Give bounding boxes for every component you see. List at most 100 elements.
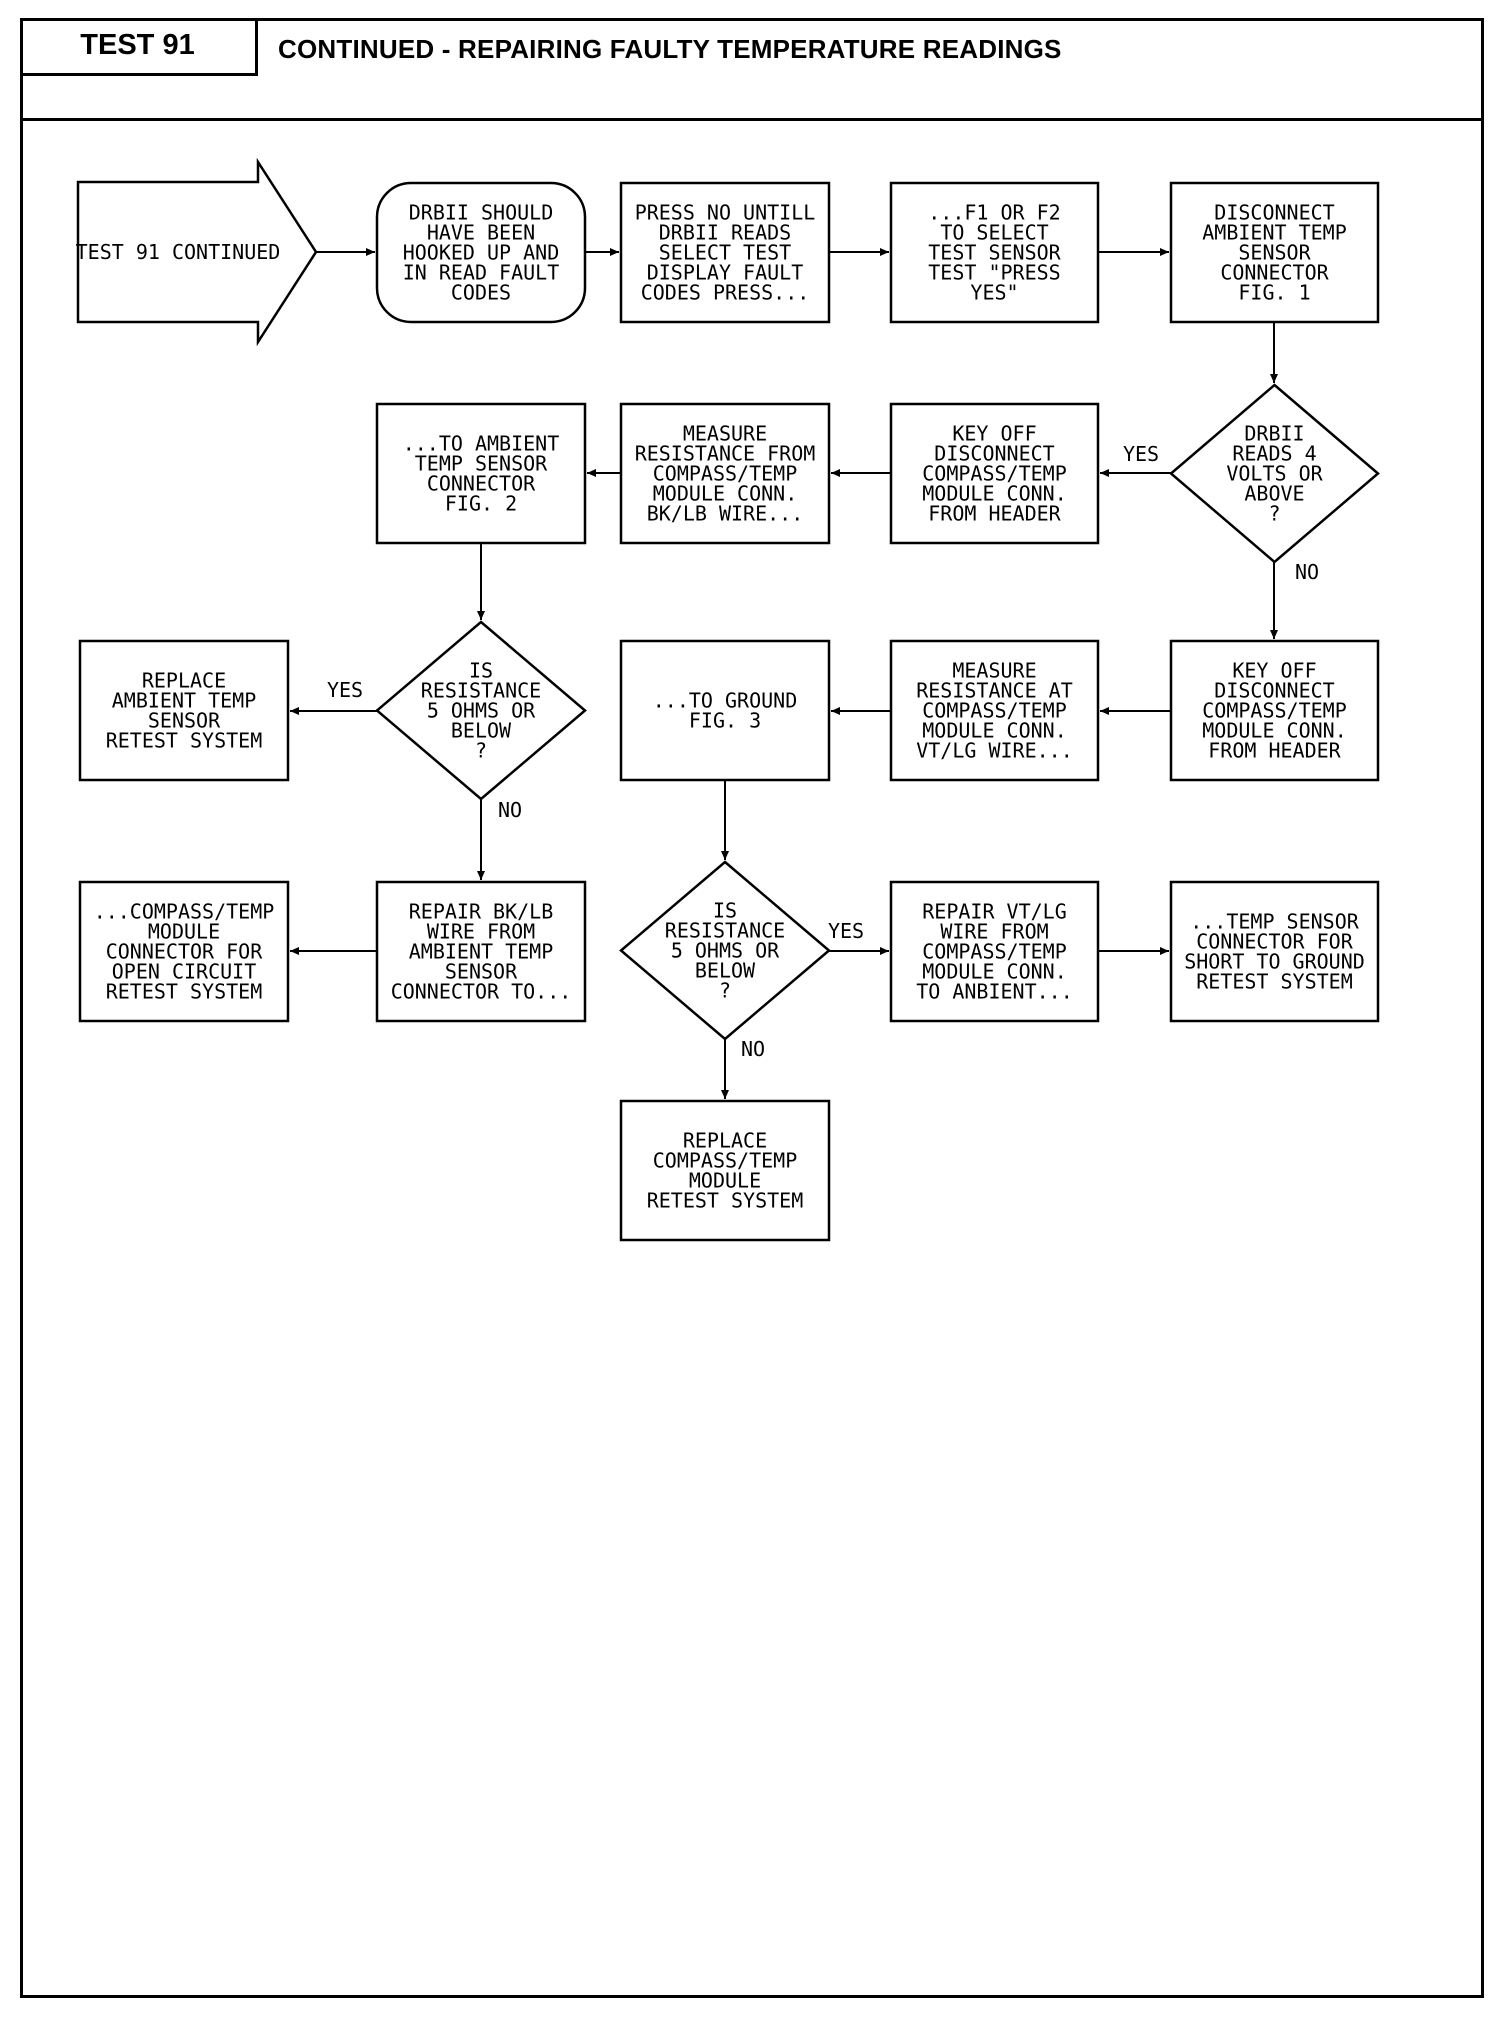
node-repair-vtlg-box xyxy=(889,880,1100,1023)
node-press-no-box xyxy=(619,181,831,324)
node-disconnect-ambient-line: CONNECTOR xyxy=(1220,261,1329,285)
node-measure-at-line: MEASURE xyxy=(952,659,1036,683)
node-repair-vtlg-line: WIRE FROM xyxy=(940,920,1048,944)
node-resist-2-line: 5 OHMS OR xyxy=(671,939,780,963)
node-key-off-2-line: KEY OFF xyxy=(1232,659,1316,683)
node-to-ambient-line: ...TO AMBIENT xyxy=(403,432,560,456)
node-disconnect-ambient-box xyxy=(1169,181,1380,324)
node-drbii-hooked-line: IN READ FAULT xyxy=(403,261,560,285)
node-start-arrow xyxy=(76,157,318,347)
node-measure-from-line: BK/LB WIRE... xyxy=(647,502,804,526)
node-key-off-2-box xyxy=(1169,639,1380,782)
node-to-ambient-line: CONNECTOR xyxy=(427,472,536,496)
node-resist-1-diamond xyxy=(375,620,587,801)
edge-label-no-r1: NO xyxy=(498,798,522,822)
node-compass-open-line: CONNECTOR FOR xyxy=(106,940,263,964)
node-resist-1-line: IS xyxy=(469,659,493,683)
node-repair-vtlg-line: TO ANBIENT... xyxy=(916,980,1073,1004)
node-to-ambient-box xyxy=(375,402,587,545)
node-measure-at-line: VT/LG WIRE... xyxy=(916,739,1073,763)
page-frame xyxy=(20,18,1484,1998)
node-measure-at-line: MODULE CONN. xyxy=(922,719,1067,743)
node-compass-open-line: RETEST SYSTEM xyxy=(106,980,263,1004)
node-drbii-4v-diamond xyxy=(1169,383,1380,564)
node-resist-1-line: BELOW xyxy=(451,719,512,743)
node-press-no-line: DRBII READS xyxy=(659,221,791,245)
edge-label-yes-4v: YES xyxy=(1123,442,1159,466)
node-measure-from-line: RESISTANCE FROM xyxy=(635,442,816,466)
node-replace-ambient-line: RETEST SYSTEM xyxy=(106,729,263,753)
node-drbii-4v-line: DRBII xyxy=(1244,422,1304,446)
node-measure-from-line: MEASURE xyxy=(683,422,767,446)
node-resist-2-line: ? xyxy=(719,979,731,1003)
node-compass-open-line: MODULE xyxy=(148,920,220,944)
node-f1-f2-box xyxy=(889,181,1100,324)
node-resist-1-line: ? xyxy=(475,739,487,763)
node-f1-f2-line: YES" xyxy=(970,281,1018,305)
node-replace-compass-line: RETEST SYSTEM xyxy=(647,1189,804,1213)
node-compass-open-line: OPEN CIRCUIT xyxy=(112,960,257,984)
edge-label-yes-r1: YES xyxy=(327,678,363,702)
node-drbii-4v-line: ? xyxy=(1268,502,1280,526)
node-replace-ambient-box xyxy=(78,639,290,782)
node-repair-vtlg-line: REPAIR VT/LG xyxy=(922,900,1067,924)
node-replace-ambient-line: SENSOR xyxy=(148,709,221,733)
node-disconnect-ambient-line: SENSOR xyxy=(1238,241,1311,265)
node-temp-short-box xyxy=(1169,880,1380,1023)
node-measure-from-line: MODULE CONN. xyxy=(653,482,798,506)
node-measure-from-box xyxy=(619,402,831,545)
node-drbii-4v-line: ABOVE xyxy=(1244,482,1304,506)
node-measure-from-line: COMPASS/TEMP xyxy=(653,462,798,486)
node-press-no-line: SELECT TEST xyxy=(659,241,791,265)
edge-label-no-4v: NO xyxy=(1295,560,1319,584)
node-drbii-hooked-line: HOOKED UP AND xyxy=(403,241,560,265)
node-to-ambient-line: FIG. 2 xyxy=(445,492,517,516)
node-replace-compass-box xyxy=(619,1099,831,1242)
node-to-ground-line: FIG. 3 xyxy=(689,709,761,733)
node-key-off-2-line: COMPASS/TEMP xyxy=(1202,699,1347,723)
node-to-ground-box xyxy=(619,639,831,782)
node-repair-bklb-line: REPAIR BK/LB xyxy=(409,900,554,924)
node-f1-f2-line: ...F1 OR F2 xyxy=(928,201,1060,225)
node-measure-at-line: RESISTANCE AT xyxy=(916,679,1073,703)
node-measure-at-line: COMPASS/TEMP xyxy=(922,699,1067,723)
node-key-off-1-line: FROM HEADER xyxy=(928,502,1061,526)
test-number-label: TEST 91 xyxy=(20,18,258,76)
node-key-off-1-line: KEY OFF xyxy=(952,422,1036,446)
edge-label-yes-r2: YES xyxy=(828,919,864,943)
node-f1-f2-line: TEST "PRESS xyxy=(928,261,1060,285)
node-drbii-4v-line: READS 4 xyxy=(1232,442,1316,466)
node-key-off-2-line: MODULE CONN. xyxy=(1202,719,1347,743)
node-resist-2-line: IS xyxy=(713,899,737,923)
node-repair-bklb-line: SENSOR xyxy=(445,960,518,984)
node-press-no-line: DISPLAY FAULT xyxy=(647,261,804,285)
node-resist-2-line: RESISTANCE xyxy=(665,919,785,943)
node-key-off-2-line: FROM HEADER xyxy=(1208,739,1341,763)
node-press-no-line: CODES PRESS... xyxy=(641,281,810,305)
node-repair-bklb-box xyxy=(375,880,587,1023)
node-to-ambient-line: TEMP SENSOR xyxy=(415,452,548,476)
node-temp-short-line: RETEST SYSTEM xyxy=(1196,970,1353,994)
node-key-off-1-line: COMPASS/TEMP xyxy=(922,462,1067,486)
node-temp-short-line: ...TEMP SENSOR xyxy=(1190,910,1360,934)
node-temp-short-line: SHORT TO GROUND xyxy=(1184,950,1365,974)
node-key-off-2-line: DISCONNECT xyxy=(1214,679,1334,703)
node-key-off-1-line: DISCONNECT xyxy=(934,442,1054,466)
node-replace-ambient-line: REPLACE xyxy=(142,669,226,693)
node-resist-1-line: RESISTANCE xyxy=(421,679,541,703)
node-compass-open-box xyxy=(78,880,290,1023)
node-key-off-1-line: MODULE CONN. xyxy=(922,482,1067,506)
node-disconnect-ambient-line: DISCONNECT xyxy=(1214,201,1334,225)
node-drbii-hooked-line: HAVE BEEN xyxy=(427,221,535,245)
node-drbii-4v-line: VOLTS OR xyxy=(1226,462,1323,486)
node-replace-compass-line: MODULE xyxy=(689,1169,761,1193)
node-temp-short-line: CONNECTOR FOR xyxy=(1196,930,1353,954)
node-disconnect-ambient-line: FIG. 1 xyxy=(1238,281,1310,305)
node-f1-f2-line: TO SELECT xyxy=(940,221,1048,245)
node-resist-1-line: 5 OHMS OR xyxy=(427,699,536,723)
node-drbii-hooked-line: CODES xyxy=(451,281,511,305)
node-to-ground-line: ...TO GROUND xyxy=(653,689,798,713)
node-replace-compass-line: REPLACE xyxy=(683,1129,767,1153)
